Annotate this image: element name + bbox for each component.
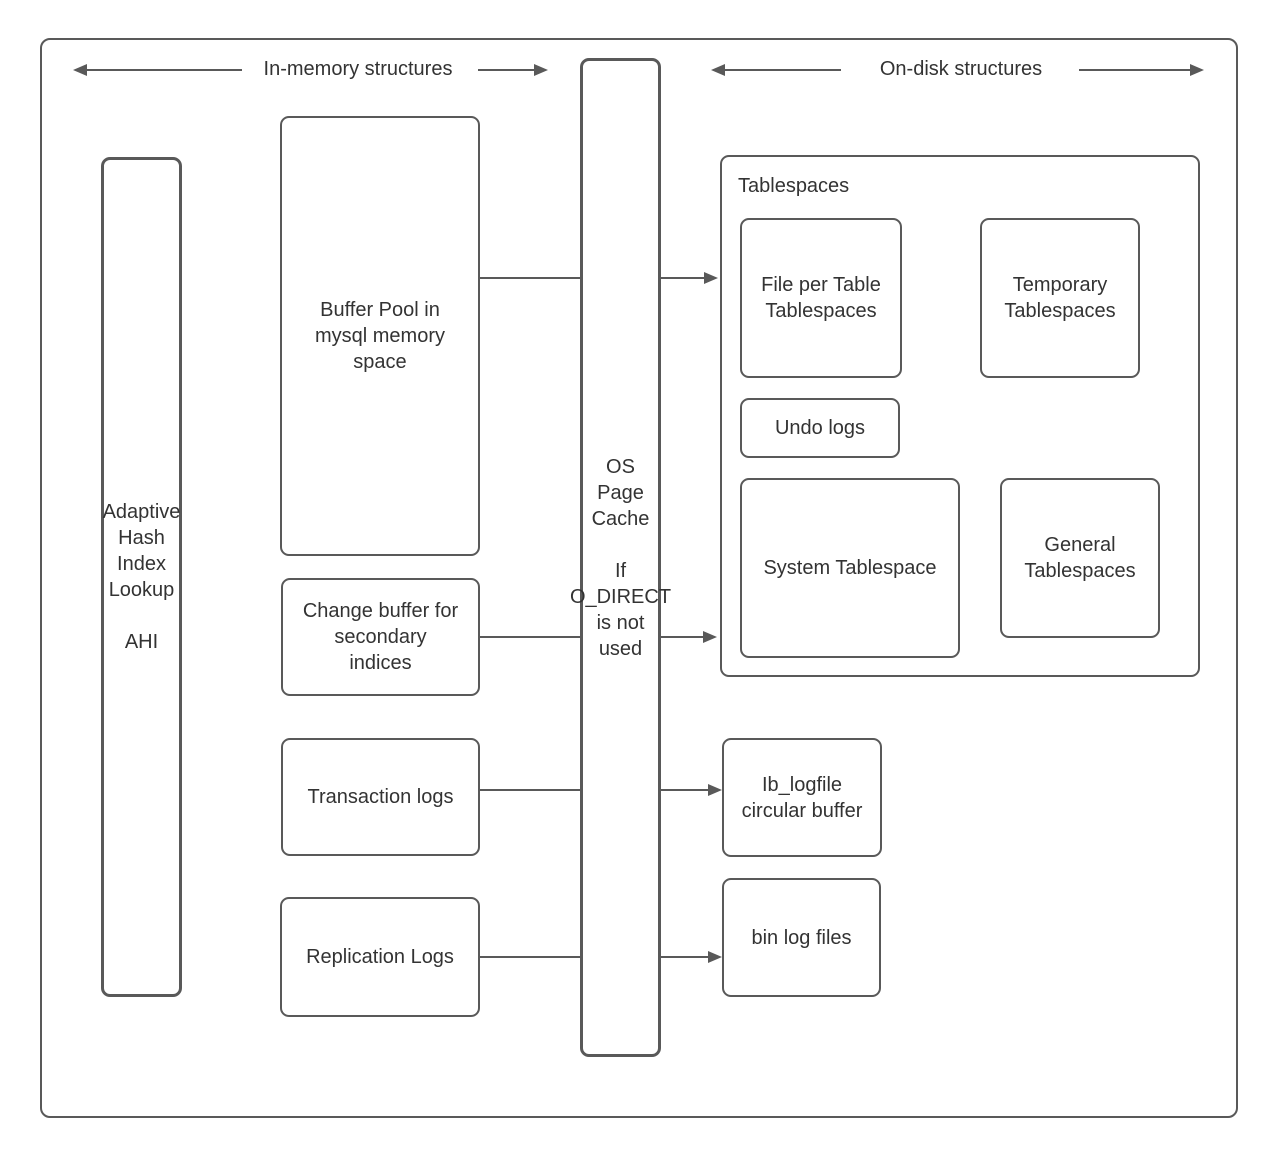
os-page-cache-label: OS Page Cache If O_DIRECT is not used	[569, 455, 672, 660]
in-memory-right-arrow-line	[478, 69, 536, 71]
buffer-pool-label: Buffer Pool in mysql memory space	[314, 299, 445, 373]
buffer-pool-box: Buffer Pool in mysql memory space	[280, 116, 480, 556]
change-buffer-box: Change buffer for secondary indices	[281, 578, 480, 696]
undo-logs-label: Undo logs	[774, 417, 866, 439]
general-tablespaces-label: General Tablespaces	[1024, 534, 1136, 582]
undo-logs-box: Undo logs	[740, 398, 900, 458]
buffer-pool-to-tablespaces-arrowhead-icon	[704, 272, 718, 284]
on-disk-structures-label: On-disk structures	[879, 58, 1043, 80]
file-per-table-tablespaces-box: File per Table Tablespaces	[740, 218, 902, 378]
in-memory-structures-label: In-memory structures	[263, 58, 453, 80]
on-disk-right-arrowhead-icon	[1190, 64, 1204, 76]
temporary-tablespaces-box: Temporary Tablespaces	[980, 218, 1140, 378]
ib-logfile-label: Ib_logfile circular buffer	[741, 773, 863, 822]
transaction-logs-box: Transaction logs	[281, 738, 480, 856]
change-buffer-to-tablespaces-arrowhead-icon	[703, 631, 717, 643]
in-memory-left-arrowhead-icon	[73, 64, 87, 76]
system-tablespace-label: System Tablespace	[763, 557, 937, 579]
adaptive-hash-index-box: Adaptive Hash Index Lookup AHI	[101, 157, 182, 997]
on-disk-left-arrow-line	[723, 69, 841, 71]
bin-log-files-label: bin log files	[751, 926, 852, 949]
replication-logs-label: Replication Logs	[306, 946, 454, 968]
in-memory-right-arrowhead-icon	[534, 64, 548, 76]
on-disk-right-arrow-line	[1079, 69, 1191, 71]
transaction-logs-to-iblogfile-arrowhead-icon	[708, 784, 722, 796]
os-page-cache-box: OS Page Cache If O_DIRECT is not used	[570, 58, 671, 1057]
system-tablespace-box: System Tablespace	[740, 478, 960, 658]
adaptive-hash-index-label: Adaptive Hash Index Lookup AHI	[102, 501, 181, 653]
temporary-tablespaces-label: Temporary Tablespaces	[1004, 274, 1116, 322]
general-tablespaces-box: General Tablespaces	[1000, 478, 1160, 638]
ib-logfile-box: Ib_logfile circular buffer	[722, 738, 882, 857]
replication-logs-box: Replication Logs	[280, 897, 480, 1017]
in-memory-left-arrow-line	[85, 69, 242, 71]
file-per-table-tablespaces-label: File per Table Tablespaces	[761, 274, 881, 322]
tablespaces-title: Tablespaces	[738, 175, 850, 197]
transaction-logs-label: Transaction logs	[307, 786, 454, 808]
bin-log-files-box: bin log files	[722, 878, 881, 997]
change-buffer-label: Change buffer for secondary indices	[302, 600, 459, 674]
replication-logs-to-binlog-arrowhead-icon	[708, 951, 722, 963]
on-disk-left-arrowhead-icon	[711, 64, 725, 76]
